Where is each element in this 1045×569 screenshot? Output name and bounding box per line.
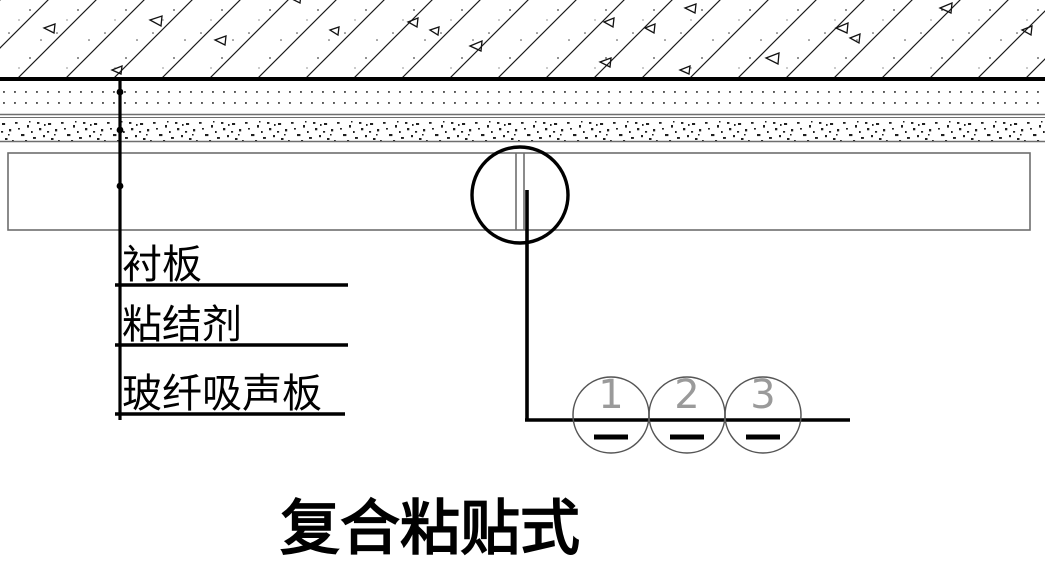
label-adhesive: 粘结剂 bbox=[122, 302, 242, 348]
leader-node-dot-mortar bbox=[116, 126, 124, 134]
bubble-number-2: 2 bbox=[674, 372, 699, 418]
leader-node-dot-panel bbox=[116, 182, 124, 190]
label-lining-board: 衬板 bbox=[122, 242, 202, 288]
label-glass-fiber-acoustic-board: 玻纤吸声板 bbox=[122, 371, 322, 417]
callout-bubble-2[interactable]: 2 bbox=[648, 372, 726, 454]
concrete-hatch-fill bbox=[0, 0, 1045, 80]
layer-dotted-leveling bbox=[0, 84, 1045, 119]
detail-leader-assembly bbox=[525, 190, 850, 422]
aggregate-triangle-markers bbox=[42, 0, 1033, 75]
layer-speckled-mortar bbox=[0, 119, 1045, 143]
bubble-number-3: 3 bbox=[750, 372, 775, 418]
bubble-circle-3[interactable] bbox=[724, 376, 802, 454]
label-leader-assembly bbox=[116, 78, 124, 420]
bubble-number-1: 1 bbox=[598, 372, 623, 418]
callout-bubble-1[interactable]: 1 bbox=[572, 372, 650, 454]
layer-concrete-substrate bbox=[0, 0, 1045, 81]
label-underlines bbox=[115, 283, 348, 416]
speckle-layer-fill bbox=[0, 119, 1045, 141]
layer-acoustic-panel bbox=[7, 152, 1031, 231]
detail-callout-circle[interactable] bbox=[470, 145, 570, 245]
dotted-layer-fill bbox=[0, 84, 1045, 113]
drawing-title: 复合粘贴式 bbox=[280, 494, 580, 564]
acoustic-panel-outline bbox=[7, 152, 1031, 231]
callout-bubble-3[interactable]: 3 bbox=[724, 372, 802, 454]
leader-node-dot-concrete bbox=[116, 88, 124, 96]
